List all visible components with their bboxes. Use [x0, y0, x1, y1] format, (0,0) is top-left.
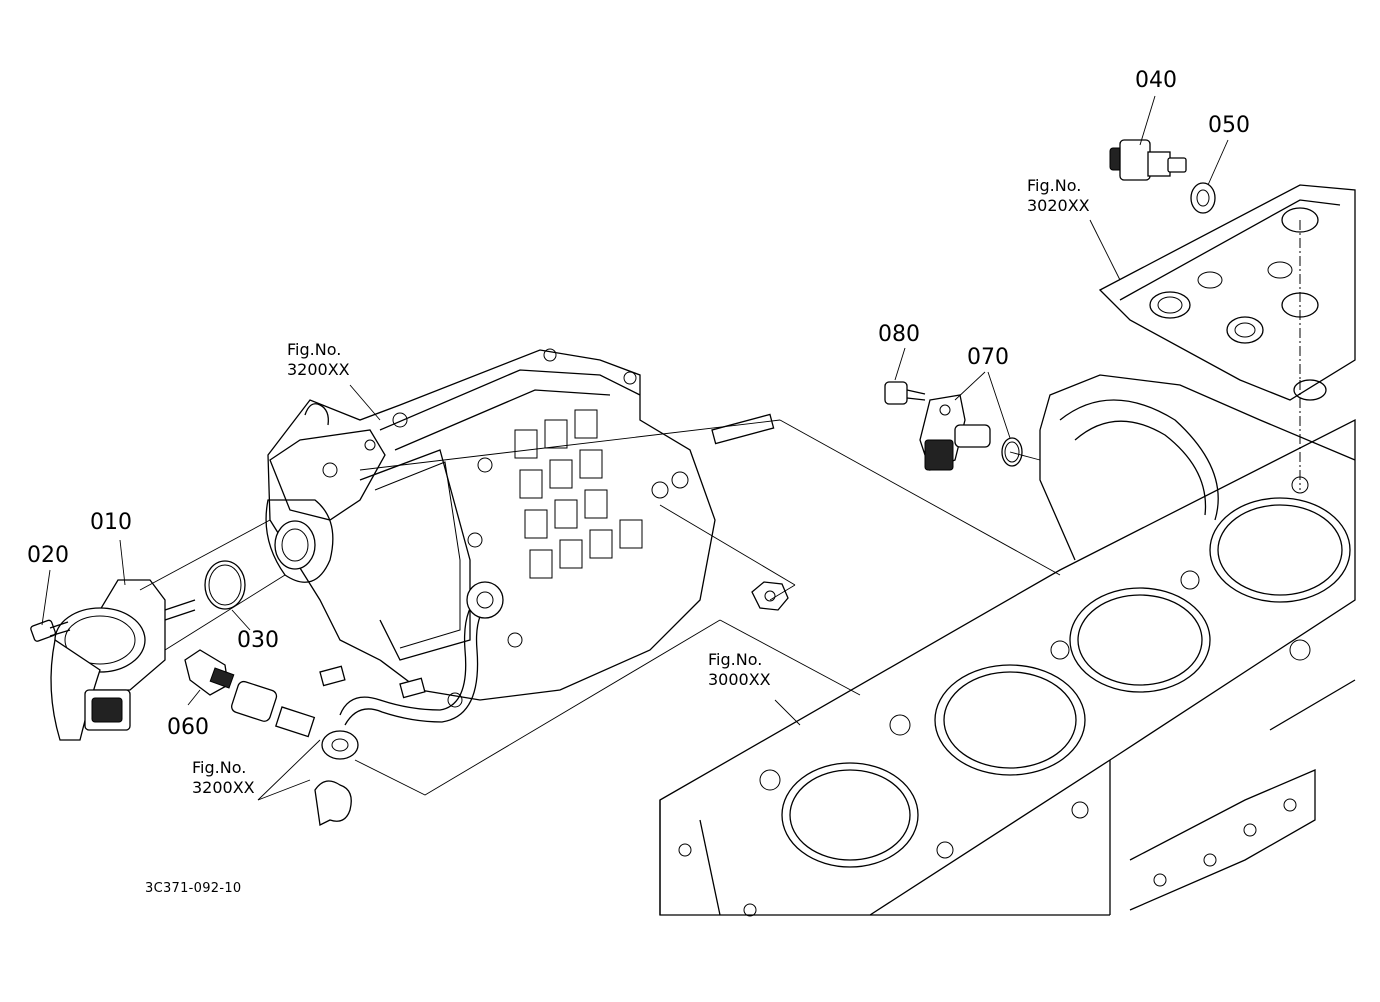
part-010-solenoid [50, 579, 196, 741]
part-number-050[interactable]: 050 [1208, 113, 1250, 138]
part-number-030[interactable]: 030 [237, 628, 279, 653]
part-number-020[interactable]: 020 [27, 543, 69, 568]
fig-ref-pump-bottom-line1: Fig.No. [192, 758, 247, 777]
fig-ref-cylinder-head[interactable]: Fig.No. 3020XX [1027, 176, 1090, 216]
fig-ref-cylinder-head-line2: 3020XX [1027, 196, 1090, 215]
fig-ref-pump-top-line2: 3200XX [287, 360, 350, 379]
part-060-sensor [184, 649, 235, 696]
fig-ref-crankcase[interactable]: Fig.No. 3000XX [708, 650, 771, 690]
injection-pump [231, 348, 789, 826]
part-080-bolt [884, 381, 926, 405]
fig-ref-pump-bottom[interactable]: Fig.No. 3200XX [192, 758, 255, 798]
part-number-060[interactable]: 060 [167, 715, 209, 740]
part-number-010[interactable]: 010 [90, 510, 132, 535]
part-040-sensor [1109, 139, 1187, 181]
fig-ref-pump-bottom-line2: 3200XX [192, 778, 255, 797]
drawing-id: 3C371-092-10 [145, 881, 242, 896]
part-020-bolt [30, 619, 71, 642]
part-030-o-ring [204, 560, 246, 610]
part-number-080[interactable]: 080 [878, 322, 920, 347]
crankcase-block [659, 374, 1356, 917]
part-number-070[interactable]: 070 [967, 345, 1009, 370]
fig-ref-pump-top-line1: Fig.No. [287, 340, 342, 359]
part-070-sensor [919, 394, 1023, 471]
part-number-040[interactable]: 040 [1135, 68, 1177, 93]
fig-ref-cylinder-head-line1: Fig.No. [1027, 176, 1082, 195]
fig-ref-crankcase-line1: Fig.No. [708, 650, 763, 669]
cylinder-head [1098, 184, 1356, 401]
part-050-washer [1190, 182, 1216, 214]
fig-ref-pump-top[interactable]: Fig.No. 3200XX [287, 340, 350, 380]
leader-lines [41, 95, 1229, 801]
fig-ref-crankcase-line2: 3000XX [708, 670, 771, 689]
